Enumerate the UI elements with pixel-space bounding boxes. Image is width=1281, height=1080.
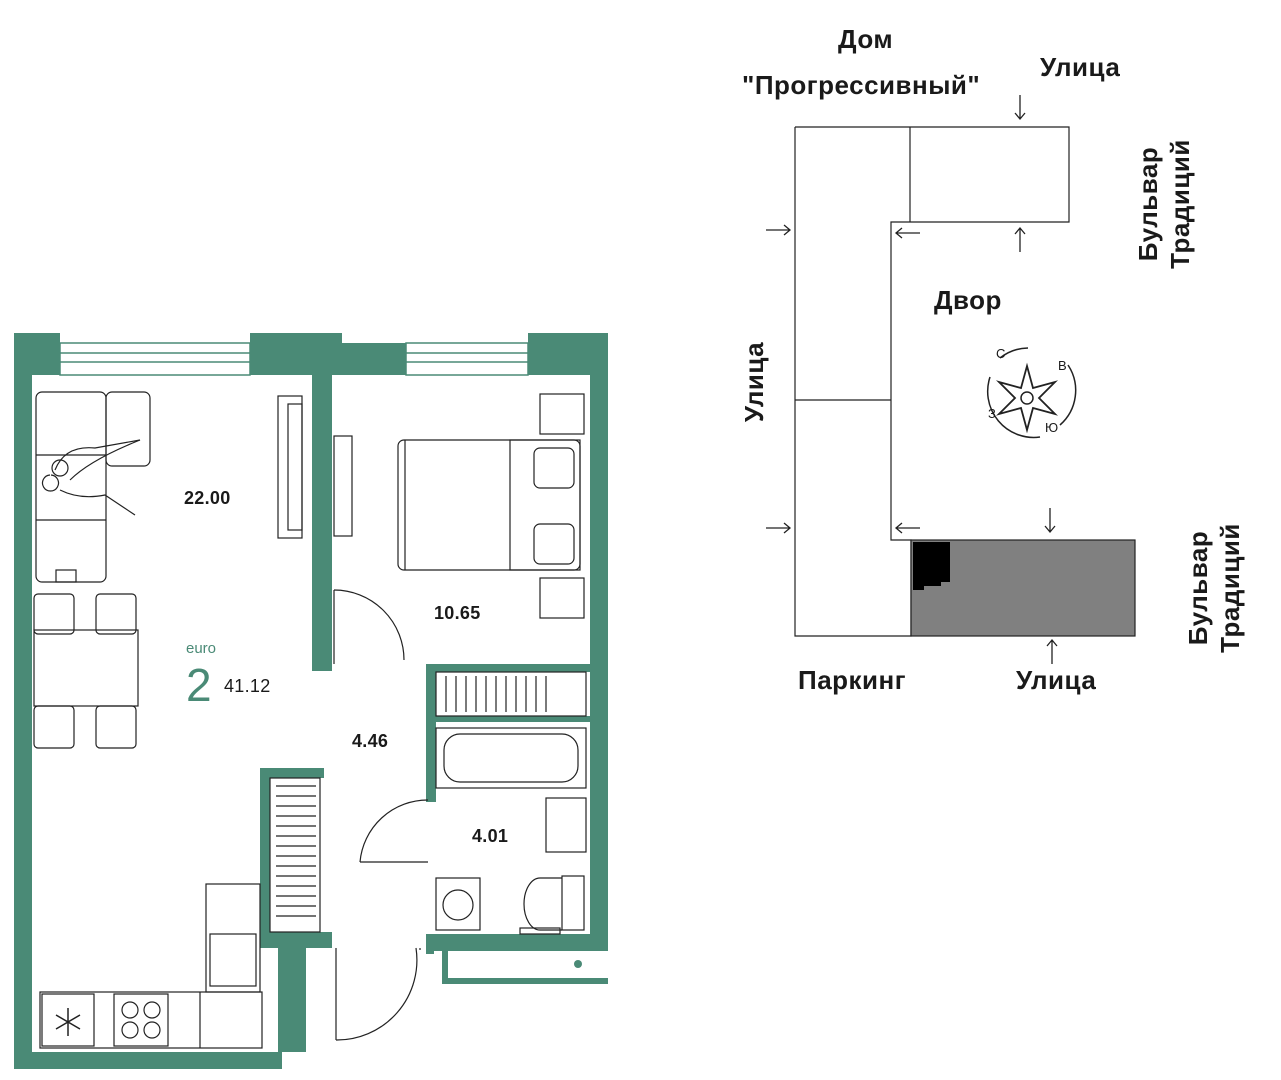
building-name-line2: "Прогрессивный" [742, 70, 981, 100]
room-area-hall: 4.46 [352, 731, 389, 751]
boulevard-top-label: Бульвар Традиций [1133, 139, 1195, 269]
compass-north: С [996, 346, 1005, 361]
building-name-line1: Дом [838, 24, 894, 54]
boulevard-bottom-label: Бульвар Традиций [1183, 523, 1245, 653]
fridge-snowflake-icon [55, 1008, 81, 1036]
highlighted-section [910, 539, 1136, 637]
room-count: 2 [186, 659, 212, 711]
entrance-arrow-icon [766, 95, 1058, 664]
floor-plan [14, 333, 608, 1069]
compass-rose-icon [986, 347, 1077, 439]
apartment-class: euro [186, 640, 217, 657]
compass-east: В [1058, 358, 1067, 373]
windows [59, 342, 529, 376]
building-outline [794, 126, 1070, 637]
courtyard-label: Двор [934, 285, 1002, 315]
total-area: 41.12 [224, 676, 271, 696]
apartment-location-marker [913, 542, 950, 590]
street-top-label: Улица [1040, 52, 1121, 82]
street-bottom-label: Улица [1016, 665, 1097, 695]
parking-label: Паркинг [798, 665, 907, 695]
room-area-bathroom: 4.01 [472, 826, 509, 846]
street-left-label: Улица [739, 341, 769, 423]
furniture [33, 391, 587, 1049]
room-area-bedroom: 10.65 [434, 603, 481, 623]
compass-west: З [988, 406, 996, 421]
room-area-living: 22.00 [184, 488, 231, 508]
exterior-walls [14, 333, 608, 1069]
compass-south: Ю [1045, 420, 1058, 435]
